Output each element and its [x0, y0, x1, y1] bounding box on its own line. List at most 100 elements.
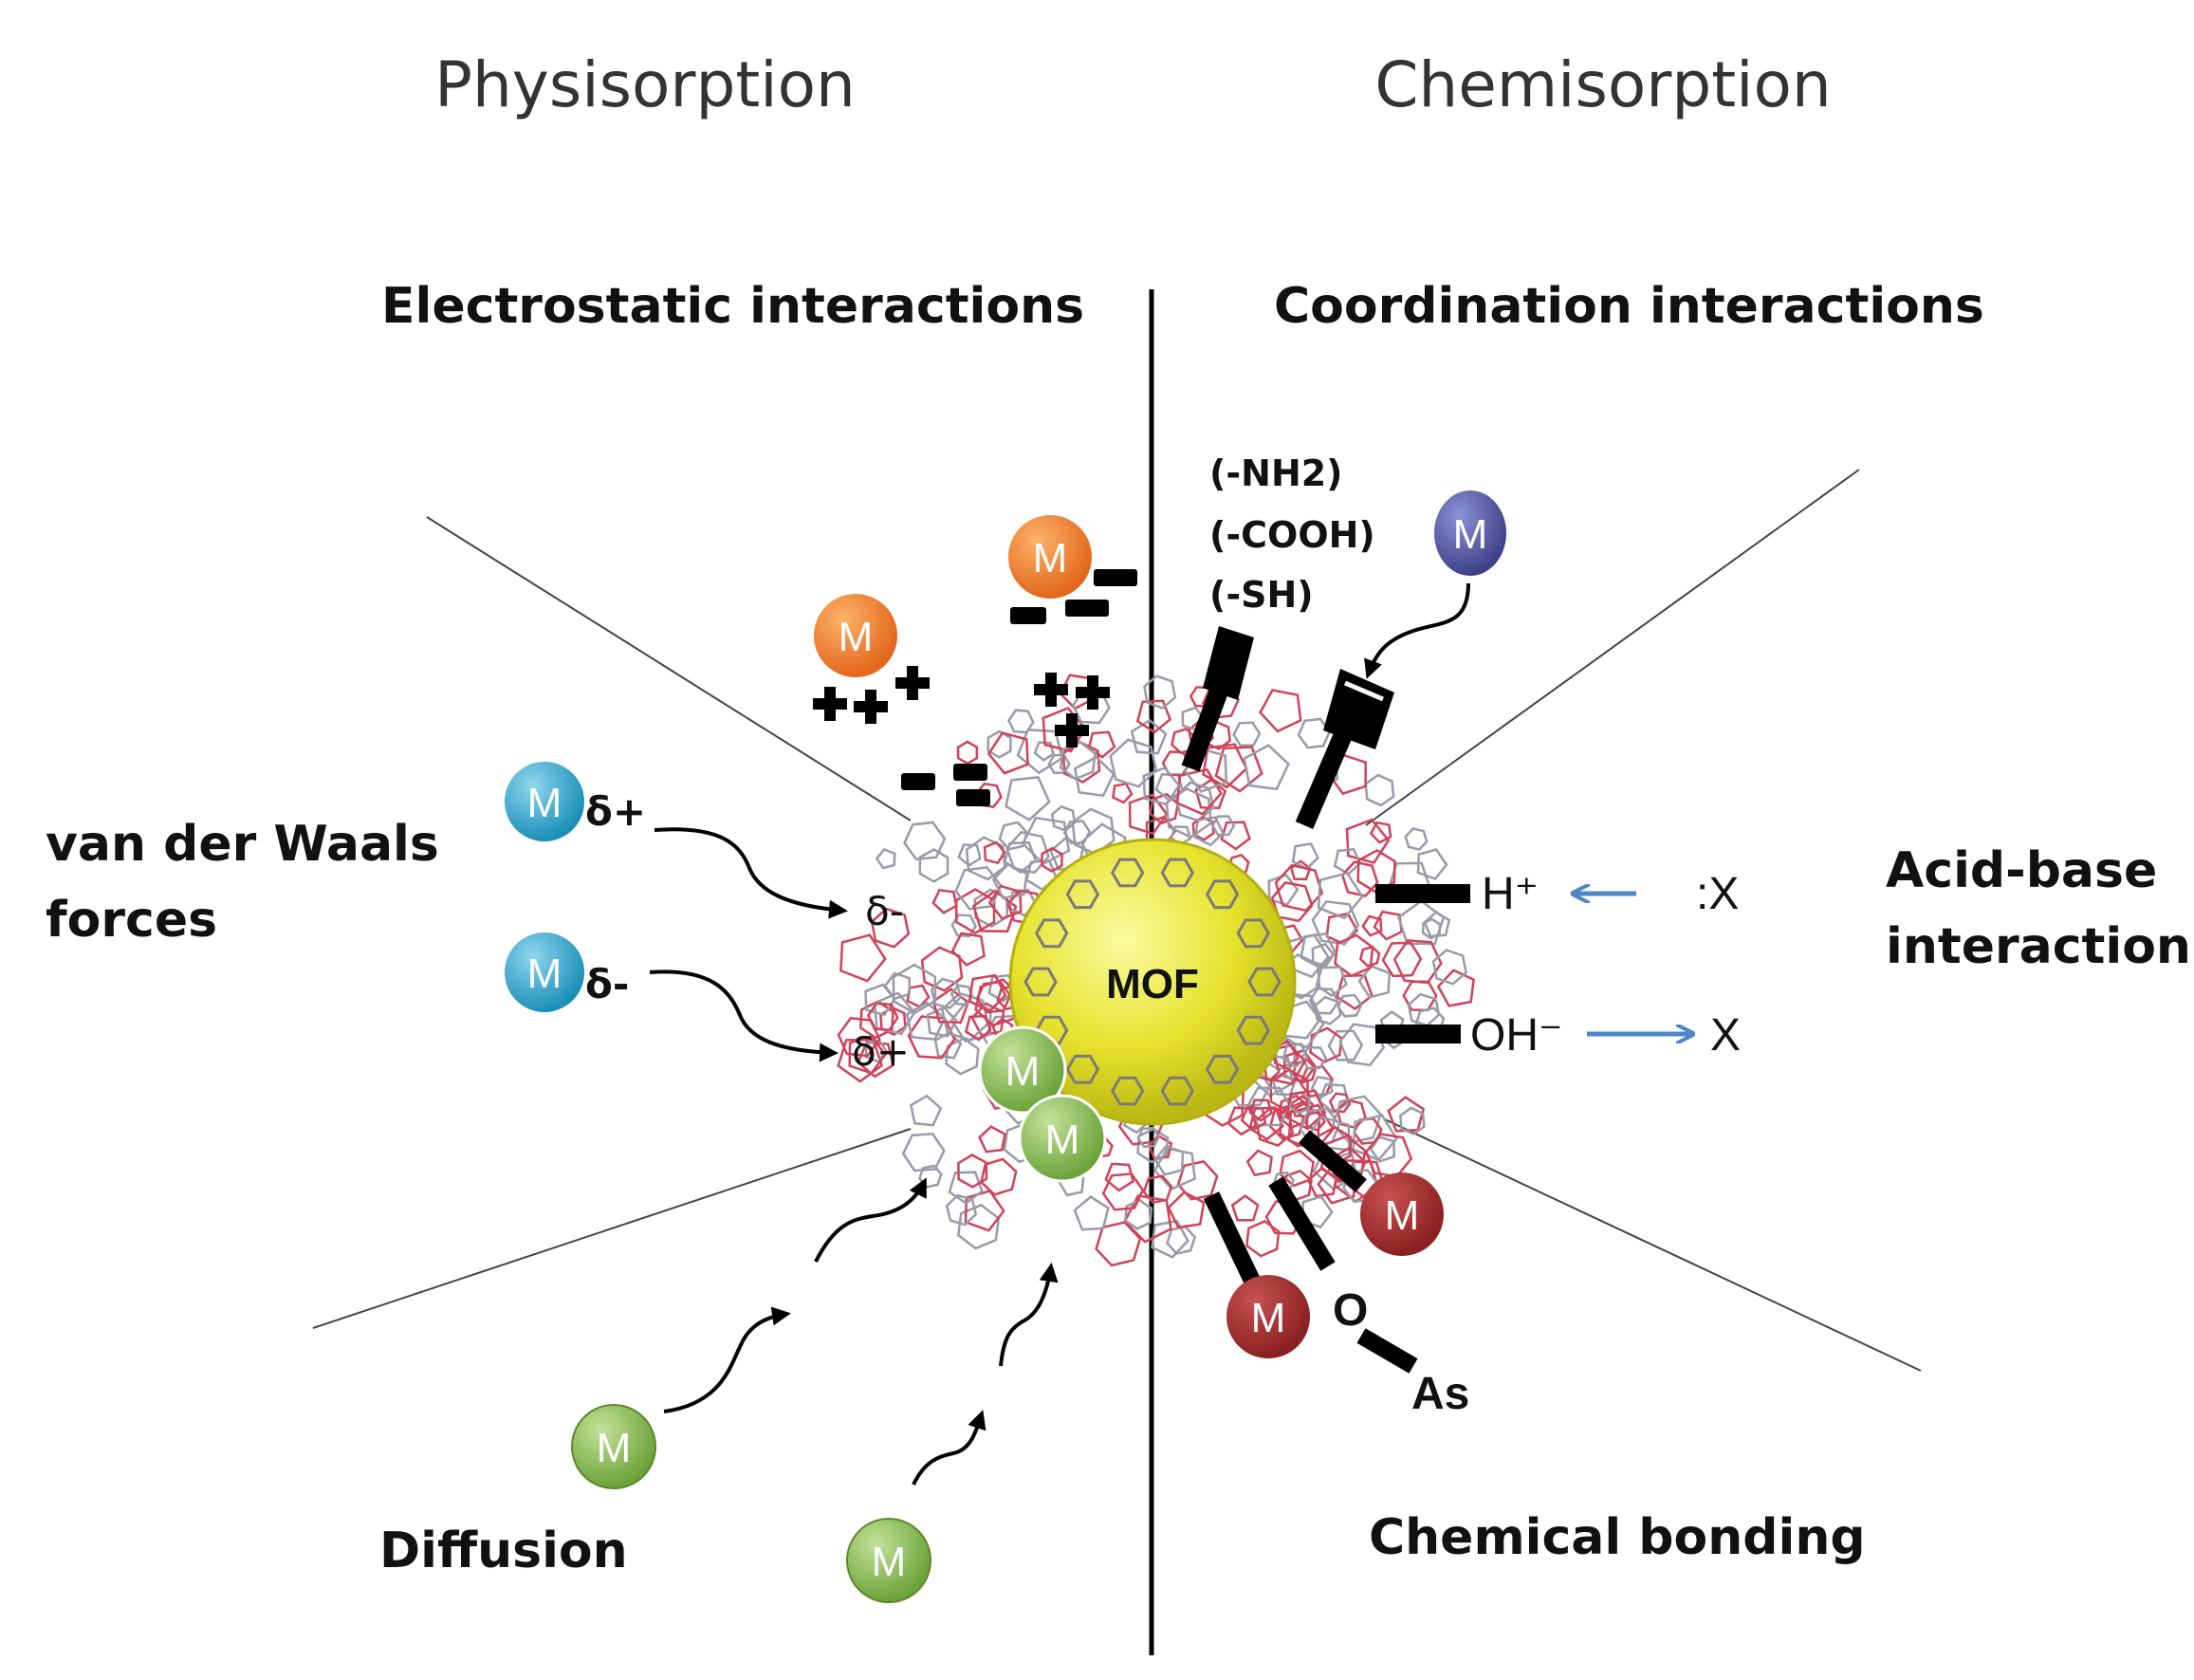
- ball-letter: M: [1033, 535, 1068, 582]
- framework-ring: [968, 973, 1007, 1013]
- core-linker-ring: [1205, 879, 1240, 910]
- framework-ring: [1112, 782, 1134, 804]
- framework-ring: [945, 1193, 978, 1227]
- framework-ring: [964, 1014, 992, 1042]
- framework-ring: [1226, 1106, 1258, 1136]
- framework-ring: [1123, 1194, 1172, 1244]
- framework-ring: [1202, 743, 1248, 789]
- plus-sign: [854, 690, 888, 724]
- chemical-bonding-label: Chemical bonding: [1369, 1509, 1866, 1566]
- functional-group-nh2: (-NH2): [1209, 452, 1343, 494]
- framework-ring: [1050, 804, 1077, 832]
- framework-ring: [1356, 848, 1396, 894]
- framework-ring: [1310, 1076, 1334, 1099]
- framework-ring: [1336, 973, 1374, 1011]
- base-x-product: X: [1710, 1010, 1741, 1061]
- framework-ring: [1398, 1106, 1426, 1135]
- framework-ring: [1358, 945, 1381, 968]
- framework-ring: [909, 1094, 943, 1127]
- framework-ring: [1281, 1043, 1309, 1068]
- framework-ring: [1191, 815, 1215, 841]
- bonding-red-ball-1: M: [1360, 1172, 1444, 1256]
- framework-ring: [1176, 1160, 1219, 1201]
- framework-ring: [1327, 1029, 1364, 1062]
- electrostatic-orange-ball-1: M: [814, 594, 897, 677]
- bond-stick-4: [1356, 1328, 1418, 1374]
- bonding-red-ball-2: M: [1226, 1275, 1310, 1358]
- electrostatic-orange-ball-2: M: [1008, 515, 1092, 599]
- framework-ring: [950, 932, 986, 967]
- framework-ring: [859, 1000, 894, 1040]
- framework-ring: [950, 984, 974, 1006]
- electrostatic-label: Electrostatic interactions: [381, 278, 1084, 335]
- ball-letter: M: [839, 614, 874, 660]
- framework-ring: [1005, 830, 1050, 875]
- framework-ring: [986, 731, 1029, 775]
- framework-ring: [1381, 941, 1423, 978]
- negative-charge-symbols: [901, 569, 1137, 806]
- framework-ring: [907, 1015, 956, 1060]
- functional-group-cooh: (-COOH): [1209, 514, 1375, 556]
- framework-ring: [1309, 1026, 1343, 1064]
- framework-ring: [1230, 1194, 1260, 1222]
- framework-ring: [1248, 1098, 1274, 1122]
- core-linker-ring: [1023, 967, 1058, 997]
- framework-ring: [1059, 740, 1097, 781]
- framework-ring: [1008, 888, 1038, 917]
- framework-ring: [1143, 674, 1177, 710]
- framework-ring: [1220, 821, 1251, 851]
- framework-ring: [956, 740, 979, 766]
- framework-ring: [1214, 746, 1263, 793]
- framework-ring: [983, 840, 1006, 865]
- framework-ring: [978, 1125, 1006, 1154]
- framework-ring: [1101, 1172, 1145, 1211]
- framework-ring: [1364, 773, 1395, 807]
- framework-ring: [1313, 995, 1342, 1025]
- framework-ring: [1357, 964, 1392, 999]
- coordination-label: Coordination interactions: [1274, 278, 1984, 335]
- framework-ring: [1337, 993, 1363, 1018]
- vdw-m2-charge: δ-: [585, 961, 629, 1007]
- framework-ring: [1005, 776, 1051, 822]
- framework-ring: [1297, 717, 1332, 749]
- bond-stick-2: [1203, 1191, 1261, 1284]
- framework-ring: [1269, 1068, 1309, 1114]
- framework-ring: [1361, 914, 1383, 937]
- framework-ring: [1334, 933, 1374, 978]
- framework-ring: [920, 946, 964, 992]
- vdw-arrow-2: [649, 969, 839, 1062]
- core-linker-ring: [1236, 918, 1271, 949]
- ball-letter: M: [872, 1539, 907, 1585]
- framework-ring: [1248, 1106, 1284, 1141]
- ligand-stick-1: [1181, 626, 1254, 772]
- framework-ring: [1124, 1198, 1153, 1230]
- framework-ring: [931, 889, 958, 914]
- framework-ring: [1369, 821, 1392, 844]
- framework-ring: [1308, 988, 1339, 1015]
- framework-ring: [1153, 1144, 1185, 1176]
- core-linker-ring: [1034, 918, 1069, 949]
- framework-ring: [1373, 910, 1404, 941]
- framework-ring: [839, 933, 887, 983]
- framework-ring: [998, 821, 1029, 851]
- framework-ring: [1128, 793, 1169, 836]
- chemisorption-title: Chemisorption: [1374, 48, 1831, 121]
- framework-ring: [1136, 1126, 1161, 1149]
- framework-ring: [948, 1171, 984, 1206]
- framework-ring: [917, 1164, 943, 1189]
- framework-ring: [957, 843, 982, 867]
- framework-ring: [1151, 1219, 1189, 1259]
- plus-sign: [1076, 675, 1110, 710]
- framework-ring: [1292, 1059, 1318, 1084]
- framework-ring: [1319, 1135, 1367, 1184]
- vdw-label-line1: van der Waals: [46, 816, 439, 873]
- framework-ring: [1016, 728, 1064, 775]
- base-oh-minus: OH⁻: [1470, 1010, 1562, 1061]
- diffusion-green-ball-inside-2: M: [1018, 1094, 1107, 1183]
- framework-ring: [1047, 753, 1071, 775]
- framework-ring: [1315, 966, 1348, 998]
- framework-ring: [906, 984, 931, 1008]
- framework-ring: [1073, 1195, 1110, 1231]
- framework-ring: [1033, 741, 1055, 762]
- framework-ring: [1152, 1147, 1196, 1191]
